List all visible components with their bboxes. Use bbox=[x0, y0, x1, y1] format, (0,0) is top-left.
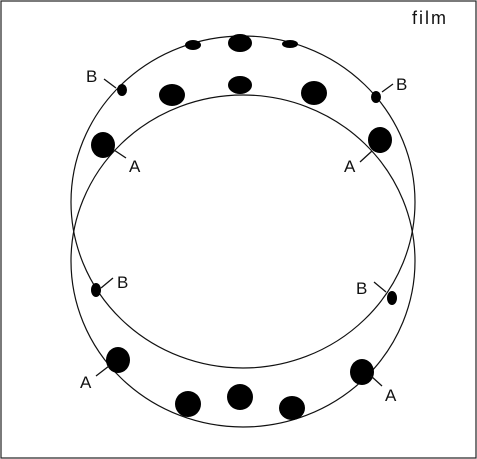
spot-bottom-center bbox=[227, 384, 253, 410]
spot-b-upper-right bbox=[371, 91, 381, 103]
spot-inner-left bbox=[159, 84, 185, 106]
label-a-upper-right: A bbox=[344, 157, 356, 176]
tick-b-upper-right bbox=[381, 83, 394, 93]
tick-b-lower-right bbox=[373, 281, 387, 293]
label-a-upper-left: A bbox=[129, 157, 141, 176]
film-label: film bbox=[412, 8, 448, 28]
label-a-lower-right: A bbox=[385, 386, 397, 405]
label-b-upper-right: B bbox=[396, 75, 407, 94]
spot-a-lower-left bbox=[106, 347, 130, 373]
spot-inner-right bbox=[301, 81, 327, 105]
tick-a-upper-right bbox=[359, 150, 373, 163]
spot-top-left bbox=[185, 40, 201, 50]
tick-b-upper-left bbox=[103, 78, 117, 89]
spot-top-center bbox=[228, 34, 252, 52]
spot-a-upper-right bbox=[368, 127, 392, 153]
label-b-lower-right: B bbox=[356, 279, 367, 298]
spot-b-lower-right bbox=[387, 291, 397, 305]
spot-bottom-left bbox=[175, 391, 201, 417]
label-b-lower-left: B bbox=[117, 273, 128, 292]
label-b-upper-left: B bbox=[86, 67, 97, 86]
spot-b-upper-left bbox=[117, 84, 127, 96]
spot-bottom-right bbox=[279, 396, 305, 420]
spot-b-lower-left bbox=[91, 283, 101, 297]
label-a-lower-left: A bbox=[80, 373, 92, 392]
spot-a-lower-right bbox=[350, 359, 374, 385]
tick-a-lower-left bbox=[95, 365, 110, 377]
spot-top-right bbox=[282, 40, 298, 48]
lower-circle bbox=[70, 94, 416, 428]
spot-a-upper-left bbox=[91, 132, 115, 158]
spot-inner-center bbox=[228, 76, 252, 94]
tick-a-lower-right bbox=[370, 375, 383, 387]
tick-b-lower-left bbox=[100, 277, 114, 289]
tick-a-upper-left bbox=[113, 149, 127, 159]
